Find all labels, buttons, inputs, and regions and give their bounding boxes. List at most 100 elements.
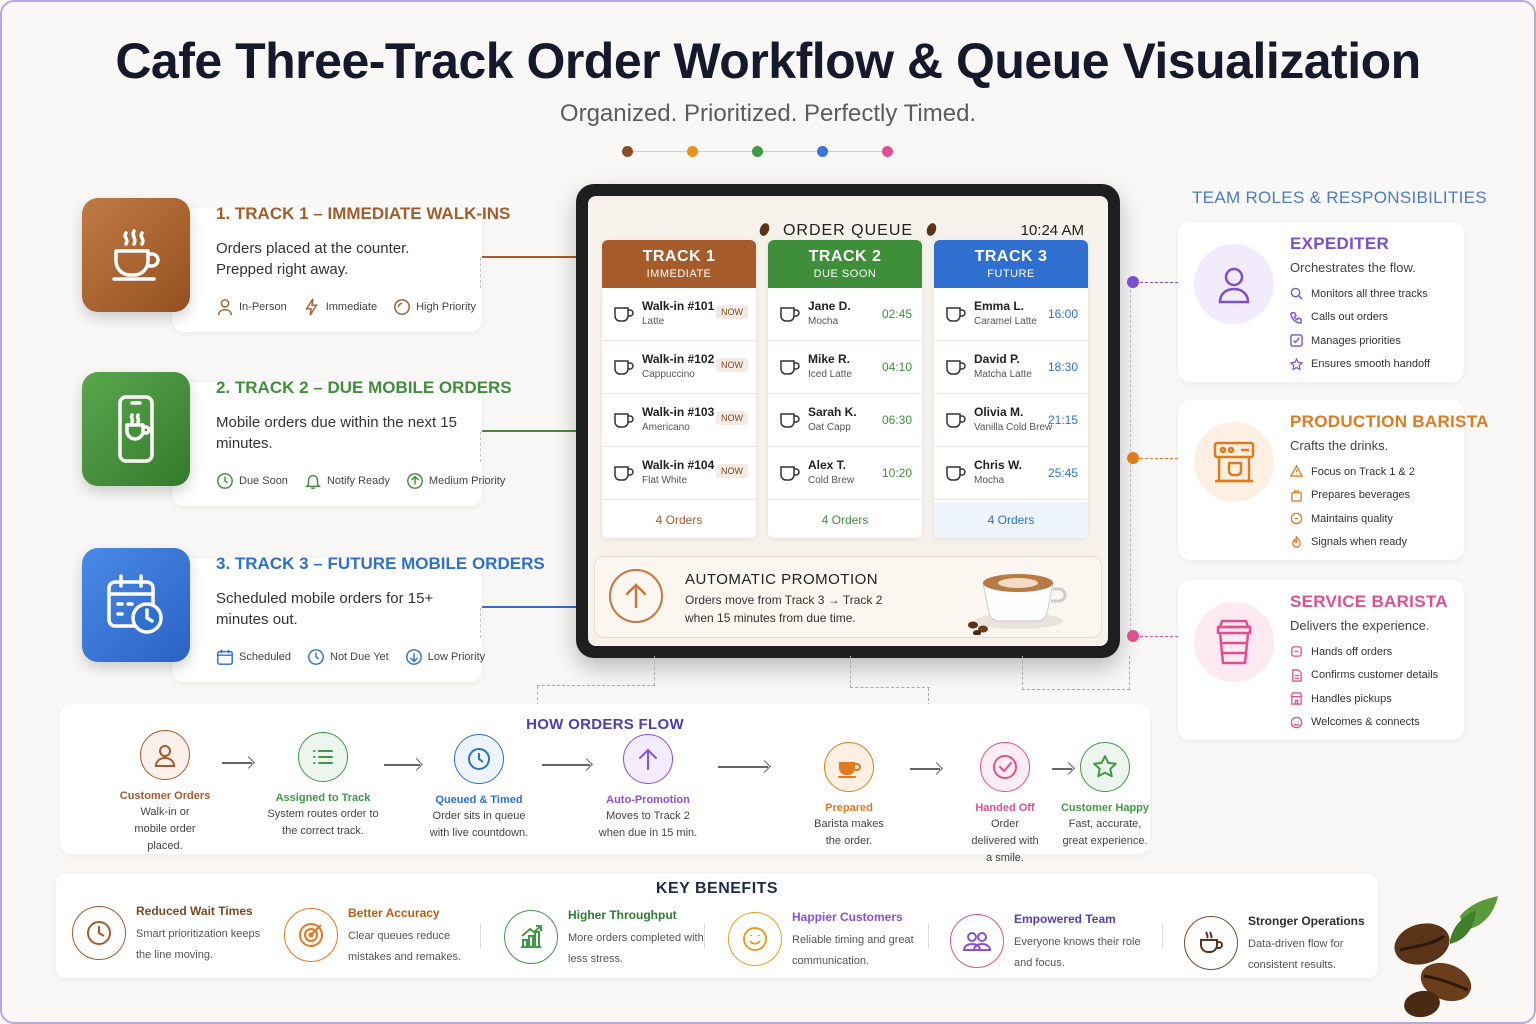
- role-point: Welcomes & connects: [1290, 711, 1438, 735]
- role-point: Manages priorities: [1290, 329, 1430, 353]
- mobile-phone-icon: [82, 372, 190, 486]
- cup-icon: [614, 307, 634, 322]
- role-card-production-barista: PRODUCTION BARISTA Crafts the drinks. Fo…: [1178, 400, 1488, 560]
- role-point: Focus on Track 1 & 2: [1290, 460, 1415, 484]
- benefit-higher-throughput: Higher Throughput More orders completed …: [504, 904, 714, 974]
- coffee-cup-icon: [82, 198, 190, 312]
- bell-icon: [304, 474, 321, 489]
- coffee-beans-icon: [1394, 896, 1498, 1018]
- role-title: SERVICE BARISTA: [1290, 592, 1448, 611]
- priority-ring-icon: [394, 299, 410, 315]
- store-icon: [1290, 692, 1303, 705]
- team-roles-heading: TEAM ROLES & RESPONSIBILITIES: [1192, 188, 1487, 207]
- up-arrow-icon: [623, 734, 673, 784]
- countdown: 10:20: [881, 466, 912, 480]
- track-description: Orders placed at the counter. Prepped ri…: [216, 240, 410, 278]
- search-icon: [1290, 287, 1303, 300]
- person-icon: [140, 730, 190, 780]
- role-point: Calls out orders: [1290, 306, 1430, 330]
- calendar-clock-icon: [82, 548, 190, 662]
- tag-label: Immediate: [325, 301, 378, 313]
- flame-icon: [1292, 535, 1301, 548]
- target-icon: [284, 908, 338, 962]
- smile-icon: [728, 912, 782, 966]
- coffee-bean-icon: [925, 221, 939, 238]
- role-card-service-barista: SERVICE BARISTA Delivers the experience.…: [1178, 580, 1464, 740]
- track-description: Mobile orders due within the next 15 min…: [216, 414, 457, 452]
- cup-icon: [614, 466, 634, 481]
- document-icon: [1292, 669, 1302, 682]
- warning-icon: [1290, 465, 1303, 478]
- takeaway-cup-icon: [1194, 602, 1274, 682]
- list-icon: [298, 732, 348, 782]
- benefit-empowered-team: Empowered Team Everyone knows their role…: [950, 908, 1160, 978]
- espresso-machine-icon: [1194, 422, 1274, 502]
- tag-label: Scheduled: [239, 651, 291, 663]
- countdown: 18:30: [1047, 360, 1078, 374]
- countdown: 25:45: [1047, 466, 1078, 480]
- check-circle-icon: [980, 742, 1030, 792]
- flow-step-auto-promotion: Auto-Promotion Moves to Track 2 when due…: [568, 734, 728, 842]
- up-arrow-icon: [609, 569, 663, 623]
- countdown: 02:45: [881, 307, 912, 321]
- tag-label: Not Due Yet: [330, 651, 389, 663]
- person-icon: [1194, 244, 1274, 324]
- phone-icon: [1290, 311, 1302, 324]
- column-order-count: 4 Orders: [821, 513, 869, 527]
- status-badge: NOW: [716, 305, 748, 319]
- up-arrow-circle-icon: [407, 473, 423, 489]
- cup-icon: [614, 360, 634, 375]
- cup-icon: [946, 466, 966, 481]
- track-title: 2. TRACK 2 – DUE MOBILE ORDERS: [216, 378, 512, 397]
- countdown: 16:00: [1047, 307, 1078, 321]
- queue-title: ORDER QUEUE: [588, 221, 1108, 240]
- role-subtitle: Delivers the experience.: [1290, 618, 1430, 633]
- automatic-promotion-panel: AUTOMATIC PROMOTION Orders move from Tra…: [594, 556, 1102, 638]
- countdown: 21:15: [1047, 413, 1078, 427]
- flow-step-queued-and-timed: Queued & Timed Order sits in queue with …: [399, 734, 559, 842]
- role-point: Monitors all three tracks: [1290, 282, 1430, 306]
- lightning-icon: [304, 298, 318, 316]
- role-point: Confirms customer details: [1290, 664, 1438, 688]
- status-badge: NOW: [716, 464, 748, 478]
- track-tags: Scheduled Not Due Yet Low Priority: [216, 648, 485, 666]
- tag-label: Low Priority: [427, 651, 486, 663]
- flow-step-assigned-to-track: Assigned to Track System routes order to…: [243, 732, 403, 840]
- flow-step-prepared: Prepared Barista makes the order.: [769, 742, 929, 850]
- countdown: 04:10: [881, 360, 912, 374]
- role-point: Maintains quality: [1290, 507, 1415, 531]
- status-badge: NOW: [716, 358, 748, 372]
- track-card-1: 1. TRACK 1 – IMMEDIATE WALK-INS Orders p…: [80, 198, 640, 332]
- cup-icon: [614, 413, 634, 428]
- column-order-count: 4 Orders: [934, 502, 1088, 538]
- tag-label: Medium Priority: [428, 475, 506, 487]
- handoff-icon: [1291, 646, 1302, 658]
- how-orders-flow-panel: HOW ORDERS FLOW Customer Orders Walk-in …: [60, 704, 1150, 864]
- coffee-bean-icon: [757, 221, 771, 238]
- benefit-reduced-wait-times: Reduced Wait Times Smart prioritization …: [72, 900, 282, 970]
- cup-icon: [780, 307, 800, 322]
- role-point: Signals when ready: [1290, 531, 1415, 555]
- coffee-cup-icon: [1184, 916, 1238, 970]
- tag-label: In-Person: [239, 301, 287, 313]
- benefit-better-accuracy: Better Accuracy Clear queues reduce mist…: [284, 902, 494, 972]
- cup-icon: [946, 360, 966, 375]
- benefit-happier-customers: Happier Customers Reliable timing and gr…: [728, 906, 938, 976]
